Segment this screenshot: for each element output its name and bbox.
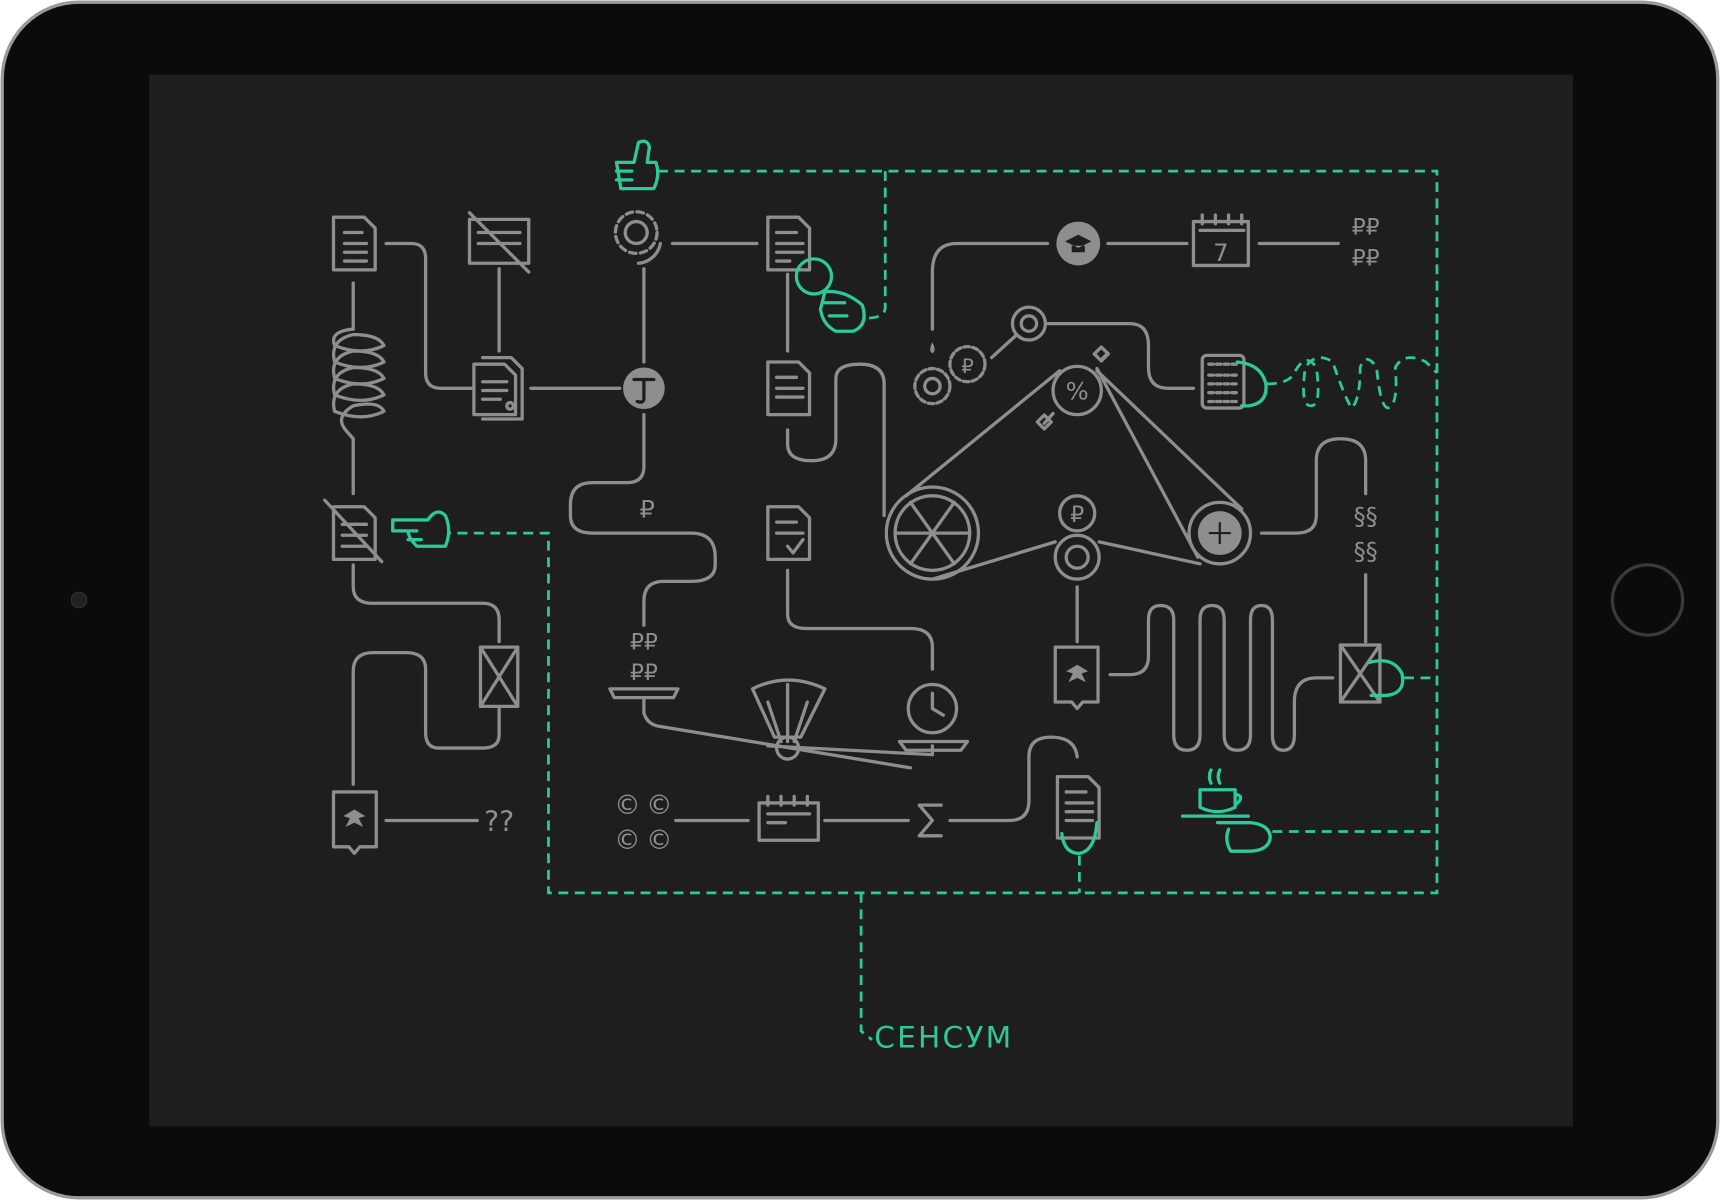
svg-text:7: 7 bbox=[1213, 239, 1228, 267]
rubles-group: ₽₽ ₽₽ bbox=[1352, 216, 1380, 272]
typography-circle-icon bbox=[623, 367, 665, 410]
brand-name: СЕНСУМ bbox=[874, 1021, 1013, 1055]
magnifier-hand-icon bbox=[794, 257, 866, 333]
svg-text:%: % bbox=[1066, 377, 1089, 405]
graduation-cap-icon bbox=[1056, 221, 1101, 266]
question-marks: ?? bbox=[484, 805, 514, 838]
calendar-day-icon: 7 bbox=[1191, 213, 1250, 268]
pointing-hand-icon bbox=[391, 510, 451, 548]
home-button[interactable] bbox=[1610, 563, 1685, 637]
calendar-icon bbox=[757, 794, 820, 842]
svg-text:©: © bbox=[614, 791, 640, 821]
svg-text:₽: ₽ bbox=[961, 355, 974, 378]
envelope-icon bbox=[478, 645, 520, 709]
envelope-hand-icon bbox=[1367, 659, 1405, 698]
svg-text:©: © bbox=[646, 826, 672, 856]
accent-dashed-connections bbox=[449, 169, 1439, 1041]
document-crossed-icon bbox=[323, 498, 384, 564]
belt-machine: % ₽ ₽ bbox=[884, 305, 1253, 581]
coil-spring bbox=[332, 327, 386, 441]
document-icon bbox=[1055, 774, 1101, 840]
document-icon bbox=[766, 215, 812, 272]
section-symbols: §§ §§ bbox=[1354, 502, 1378, 565]
svg-text:₽₽: ₽₽ bbox=[630, 630, 658, 655]
svg-text:§§: §§ bbox=[1354, 502, 1378, 530]
document-check-icon bbox=[766, 505, 812, 562]
connection-lines bbox=[351, 241, 1368, 823]
document-icon bbox=[766, 360, 812, 417]
envelope-icon bbox=[1338, 643, 1382, 704]
calculator-hand-icon bbox=[1235, 360, 1268, 408]
emblem-shield-icon bbox=[331, 790, 378, 856]
svg-text:₽₽: ₽₽ bbox=[1352, 246, 1380, 271]
copyright-symbols: © © © © bbox=[614, 791, 672, 856]
svg-text:©: © bbox=[614, 826, 640, 856]
thumbs-up-hand-icon bbox=[614, 139, 660, 191]
coffee-tray-hand-icon bbox=[1180, 768, 1272, 853]
front-camera bbox=[70, 591, 88, 609]
diagram: ?? ₽ ₽₽ ₽₽ © © © © bbox=[323, 139, 1439, 1055]
svg-text:©: © bbox=[646, 791, 672, 821]
ruble-symbol: ₽ bbox=[640, 496, 655, 524]
calendar-crossed-icon bbox=[467, 211, 531, 274]
document-hand-icon bbox=[1060, 821, 1099, 856]
emblem-shield-icon bbox=[1053, 645, 1100, 711]
sigma-icon bbox=[917, 803, 943, 838]
svg-text:§§: §§ bbox=[1354, 537, 1378, 565]
calculator-icon bbox=[1200, 353, 1246, 410]
svg-text:₽₽: ₽₽ bbox=[1352, 216, 1380, 241]
svg-text:₽: ₽ bbox=[1070, 503, 1084, 528]
document-icon bbox=[331, 215, 377, 272]
gear-icon bbox=[613, 210, 663, 265]
svg-text:₽₽: ₽₽ bbox=[630, 661, 658, 686]
balance-scale: ₽₽ ₽₽ bbox=[608, 630, 970, 770]
documents-stack-icon bbox=[472, 355, 524, 421]
